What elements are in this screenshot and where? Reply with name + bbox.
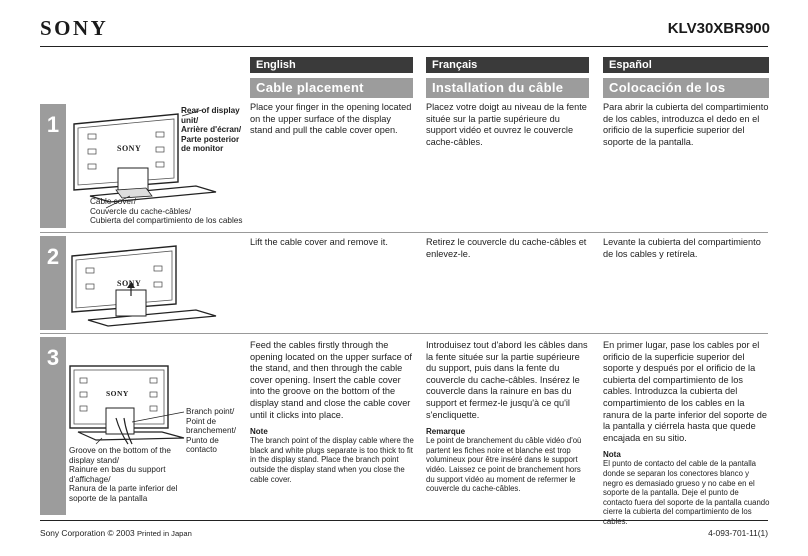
tv-brand-mark: SONY <box>117 279 142 288</box>
step-number-2: 2 <box>40 236 66 330</box>
step3-illustration <box>69 365 185 445</box>
step3-column-es: En primer lugar, pase los cables por el … <box>603 340 770 527</box>
sony-logo: SONY <box>40 16 109 40</box>
step1-illustration <box>73 109 217 209</box>
label-branch-point: Branch point/ Point de branchement/ Punt… <box>186 407 237 455</box>
step-number-3: 3 <box>40 337 66 515</box>
document-code: 4-093-701-11(1) <box>708 528 768 538</box>
step1-text-fr: Placez votre doigt au niveau de la fente… <box>426 102 587 147</box>
step3-column-en: Feed the cables firstly through the open… <box>250 340 416 484</box>
tab-english: English <box>250 57 413 73</box>
footer-rule <box>40 520 768 521</box>
step-divider <box>40 333 768 334</box>
header-rule <box>40 46 768 47</box>
step1-text-en: Place your finger in the opening located… <box>250 102 412 136</box>
note-title-es: Nota <box>603 450 621 460</box>
copyright-text: Sony Corporation © 2003 <box>40 528 135 538</box>
section-title-es: Colocación de los cables <box>603 78 769 115</box>
printed-text: Printed in Japan <box>136 529 192 538</box>
note-text-es: El punto de contacto del cable de la pan… <box>603 459 770 526</box>
label-groove: Groove on the bottom of the display stan… <box>69 446 178 503</box>
section-title-fr: Installation du câble <box>426 78 589 98</box>
label-cable-cover: Cable cover/ Couvercle du cache-câbles/ … <box>90 197 243 226</box>
section-title-en: Cable placement <box>250 78 413 98</box>
step3-text-es: En primer lugar, pase los cables por el … <box>603 340 767 443</box>
step3-column-fr: Introduisez tout d'abord les câbles dans… <box>426 340 591 494</box>
note-title-fr: Remarque <box>426 427 466 437</box>
step2-text-en: Lift the cable cover and remove it. <box>250 237 388 247</box>
note-text-en: The branch point of the display cable wh… <box>250 436 414 484</box>
footer-copyright: Sony Corporation © 2003 Printed in Japan <box>40 528 192 538</box>
model-number: KLV30XBR900 <box>667 20 770 37</box>
note-title-en: Note <box>250 427 268 437</box>
step3-text-en: Feed the cables firstly through the open… <box>250 340 412 420</box>
step2-text-fr: Retirez le couvercle du cache-câbles et … <box>426 237 587 259</box>
tab-francais: Français <box>426 57 589 73</box>
tv-brand-mark: SONY <box>106 389 129 398</box>
note-text-fr: Le point de branchement du câble vidéo d… <box>426 436 582 494</box>
step1-text-es: Para abrir la cubierta del compartimient… <box>603 102 769 147</box>
tv-brand-mark: SONY <box>117 144 142 153</box>
step3-text-fr: Introduisez tout d'abord les câbles dans… <box>426 340 588 420</box>
label-rear-of-display: Rear of display unit/ Arrière d'écran/ P… <box>181 106 242 154</box>
step2-text-es: Levante la cubierta del compartimiento d… <box>603 237 761 259</box>
step-divider <box>40 232 768 233</box>
step2-illustration <box>71 245 217 327</box>
step-number-1: 1 <box>40 104 66 228</box>
tab-espanol: Español <box>603 57 769 73</box>
